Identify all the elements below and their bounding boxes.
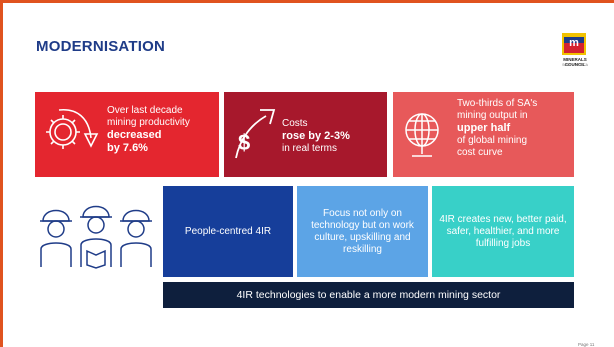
- logo-name: MINERALS COUNCIL: [563, 57, 587, 67]
- productivity-line1: Over last decade: [107, 105, 183, 116]
- page-title: MODERNISATION: [36, 38, 165, 55]
- output-line4: cost curve: [457, 147, 503, 158]
- focus-tile: Focus not only on technology but on work…: [297, 186, 428, 277]
- productivity-strong2: by 7.6%: [107, 142, 148, 154]
- dollar-up-arrow-icon: $: [235, 109, 276, 159]
- logo-mark: m: [562, 33, 586, 55]
- costs-strong1: rose by 2-3%: [282, 130, 350, 142]
- workers-hardhat-icon: [40, 205, 152, 269]
- people-centred-tile: People-centred 4IR: [163, 186, 293, 277]
- globe-grid-icon: [405, 113, 439, 157]
- costs-tile: $ Costs rose by 2-3% in real terms: [224, 92, 387, 177]
- jobs-tile: 4IR creates new, better paid, safer, hea…: [432, 186, 574, 277]
- output-line2: mining output in: [457, 110, 528, 121]
- page-number: Page 11: [578, 342, 595, 347]
- focus-text: Focus not only on technology but on work…: [311, 207, 414, 255]
- productivity-strong1: decreased: [107, 129, 162, 141]
- productivity-line2: mining productivity: [107, 117, 190, 128]
- logo-subtitle: SOUTH AFRICA: [562, 63, 588, 67]
- svg-text:$: $: [238, 130, 250, 155]
- output-line1: Two-thirds of SA's: [457, 98, 538, 109]
- jobs-text: 4IR creates new, better paid, safer, hea…: [439, 213, 567, 249]
- logo-mark-letter: m: [569, 37, 579, 49]
- gear-down-arrow-icon: [46, 109, 99, 149]
- costs-line2: in real terms: [282, 143, 338, 154]
- output-tile: Two-thirds of SA's mining output in uppe…: [393, 92, 574, 177]
- output-strong1: upper half: [457, 122, 511, 134]
- summary-banner: 4IR technologies to enable a more modern…: [163, 282, 574, 308]
- output-line3: of global mining: [457, 135, 528, 146]
- people-centred-text: People-centred 4IR: [184, 225, 272, 237]
- productivity-tile: Over last decade mining productivity dec…: [35, 92, 219, 177]
- minerals-council-logo: m MINERALS COUNCIL SOUTH AFRICA: [553, 33, 597, 73]
- costs-line1: Costs: [282, 118, 308, 129]
